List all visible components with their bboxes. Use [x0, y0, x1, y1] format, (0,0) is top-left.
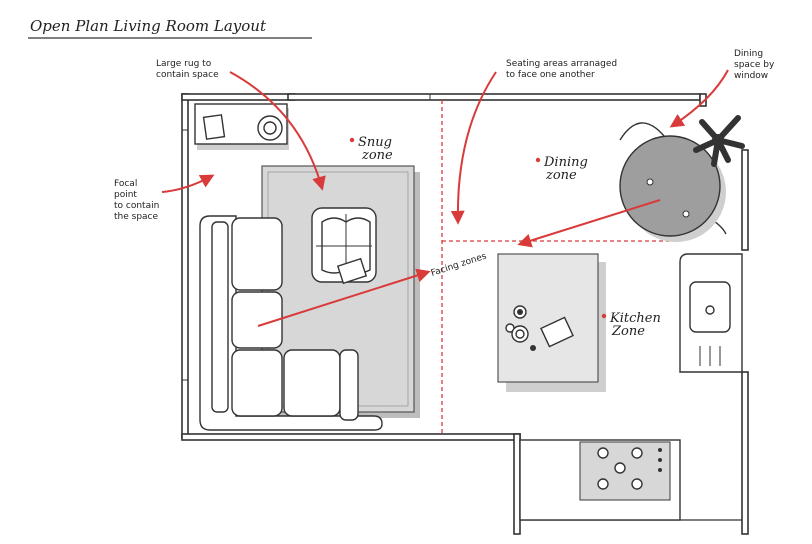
plant	[693, 115, 745, 167]
dining-zone-label: Dining zone	[543, 155, 592, 183]
facing-zones-label: Facing zones	[430, 251, 488, 278]
kitchen-zone-marker	[601, 313, 607, 319]
kitchen-zone-label: Kitchen Zone	[609, 311, 665, 339]
dining-zone-marker	[535, 157, 541, 163]
kitchen-island	[497, 253, 606, 392]
seating-annotation: Seating areas arranaged to face one anot…	[506, 59, 620, 80]
armchair	[311, 207, 377, 285]
dining-window-annotation: Dining space by window	[734, 49, 777, 81]
dining-set	[619, 115, 745, 242]
sofa	[199, 215, 383, 431]
tv-unit	[194, 103, 289, 150]
annotation-arrows	[161, 69, 729, 327]
focal-point-annotation: Focal point to contain the space	[114, 179, 162, 222]
snug-zone-label: Snug zone	[358, 135, 396, 163]
snug-zone-marker	[349, 137, 355, 143]
zone-dividers	[441, 100, 680, 434]
rug-annotation: Large rug to contain space	[156, 59, 219, 80]
hob	[579, 441, 671, 501]
diagram-title: Open Plan Living Room Layout	[30, 17, 267, 35]
